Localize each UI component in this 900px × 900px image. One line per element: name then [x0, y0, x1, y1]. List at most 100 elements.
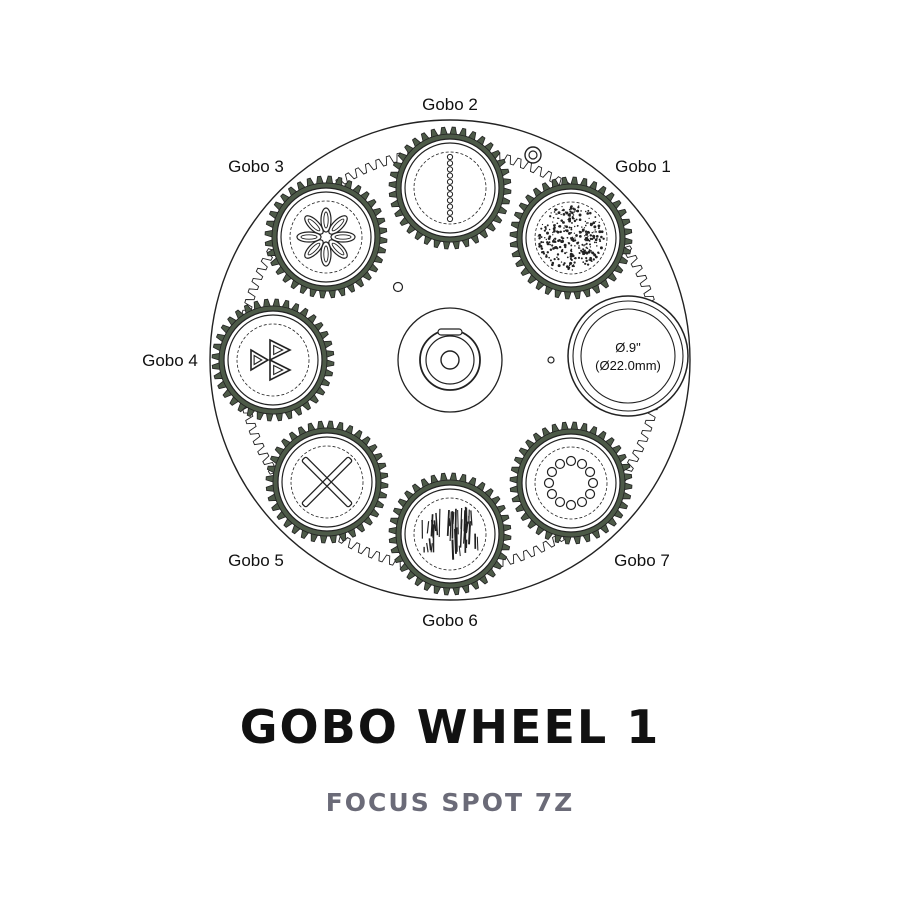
column-dot: [446, 191, 454, 198]
texture-dot: [544, 237, 546, 239]
texture-dot: [541, 223, 544, 226]
gobo-ring-inner: [404, 142, 496, 234]
petal-inner: [307, 218, 321, 232]
streak: [446, 509, 450, 537]
ring-dot: [576, 496, 588, 508]
texture-dot: [583, 249, 586, 252]
gobo-ring: [223, 310, 323, 410]
texture-dot: [588, 217, 590, 220]
texture-dot: [585, 232, 589, 236]
texture-dot: [584, 243, 586, 246]
texture-dot: [565, 211, 569, 215]
texture-dot: [578, 252, 581, 255]
open-size-mm: (Ø22.0mm): [595, 358, 661, 373]
texture-dot: [562, 221, 565, 224]
texture-dot: [568, 208, 571, 211]
texture-dot: [587, 250, 591, 254]
texture-dot: [540, 247, 544, 250]
texture-dot: [583, 227, 586, 229]
texture-dot: [556, 213, 558, 215]
texture-dot: [561, 205, 563, 208]
streak: [463, 510, 466, 532]
gobo-ring-inner: [280, 191, 372, 283]
texture-dot: [582, 261, 585, 264]
texture-dot: [576, 224, 579, 227]
texture-dot: [584, 235, 586, 237]
texture-dot: [546, 241, 549, 244]
texture-dot: [598, 238, 601, 241]
texture-dot: [551, 261, 555, 265]
texture-dot: [586, 263, 590, 266]
texture-dot: [586, 238, 590, 242]
texture-dot: [577, 256, 581, 259]
gobo-label-4: Gobo 4: [142, 351, 198, 370]
open-position-inner: [580, 308, 676, 404]
streak: [426, 521, 430, 534]
texture-dot: [561, 238, 564, 240]
texture-dot: [562, 208, 565, 212]
texture-dot: [580, 210, 582, 212]
petal: [328, 215, 348, 235]
texture-dot: [569, 249, 573, 252]
texture-dot: [554, 237, 557, 240]
column-dot: [446, 209, 454, 216]
ring-dot: [546, 466, 558, 478]
texture-dot: [589, 211, 592, 215]
texture-dot: [596, 235, 599, 238]
gobo-7: [509, 421, 633, 545]
texture-dot: [577, 206, 580, 209]
gobo-aperture: [289, 200, 363, 274]
ring-dot: [584, 466, 596, 478]
texture-dot: [556, 230, 560, 234]
texture-dot: [563, 244, 566, 247]
gobo-label-5: Gobo 5: [228, 551, 284, 570]
texture-dot: [553, 211, 556, 213]
texture-dot: [569, 210, 572, 213]
ring-dot: [576, 458, 588, 470]
texture-dot: [594, 220, 597, 223]
texture-dot: [598, 221, 600, 224]
mounting-hole: [547, 356, 555, 364]
petal: [320, 207, 332, 233]
index-hole-inner: [528, 150, 538, 160]
texture-dot: [589, 223, 593, 227]
texture-dot: [589, 234, 593, 237]
texture-dot: [581, 226, 583, 228]
hub-ring-inner: [425, 335, 475, 385]
mounting-hole: [392, 281, 404, 293]
texture-dot: [566, 251, 568, 253]
texture-dot: [593, 241, 596, 244]
column-dot: [446, 184, 454, 192]
gobo-5: [265, 420, 389, 544]
texture-dot: [594, 229, 596, 231]
texture-dot: [568, 264, 571, 267]
texture-dot: [580, 249, 583, 252]
texture-dot: [571, 237, 575, 241]
texture-dot: [562, 213, 566, 216]
texture-dot: [571, 216, 574, 219]
texture-dot: [587, 209, 590, 212]
texture-dot: [540, 227, 543, 230]
texture-dot: [568, 217, 572, 221]
column-dot: [446, 172, 454, 179]
texture-dot: [565, 229, 569, 233]
gobo-label-6: Gobo 6: [422, 611, 478, 630]
gobo-ring: [277, 432, 377, 532]
texture-dot: [553, 258, 556, 261]
gobo-label-1: Gobo 1: [615, 157, 671, 176]
texture-dot: [586, 222, 588, 224]
column-dot: [446, 197, 454, 204]
texture-dot: [576, 241, 579, 245]
texture-dot: [577, 247, 580, 249]
column-dot: [446, 160, 454, 167]
gobo-ring: [276, 187, 376, 287]
texture-dot: [587, 222, 589, 224]
texture-dot: [544, 225, 547, 229]
texture-dot: [552, 234, 554, 236]
gobo-positions: [211, 126, 633, 596]
texture-dot: [563, 227, 565, 229]
triangle-inner: [253, 354, 263, 366]
texture-dot: [538, 237, 541, 240]
texture-dot: [554, 224, 556, 226]
